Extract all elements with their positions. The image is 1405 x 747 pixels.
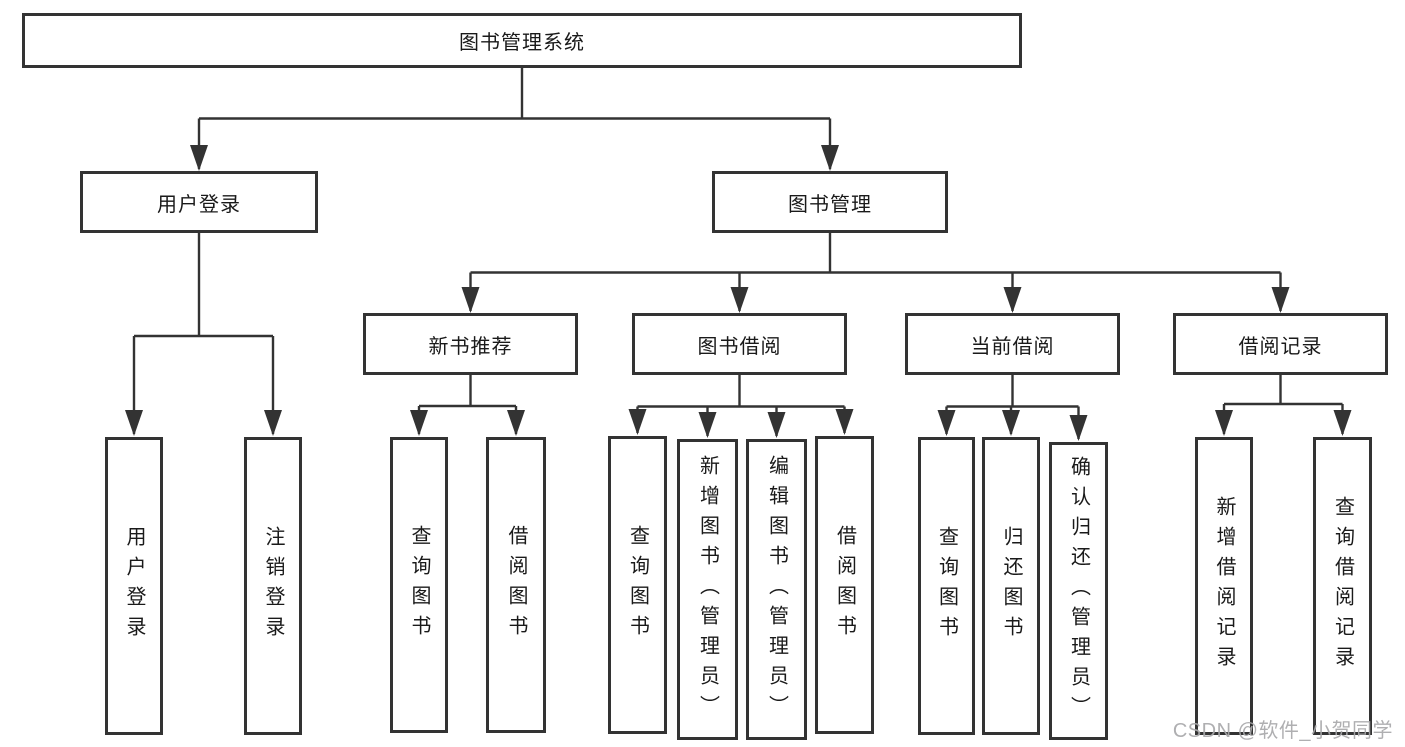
leaf-query-borrow-record: 查询借阅记录 bbox=[1313, 437, 1372, 735]
leaf-query-books-current: 查询图书 bbox=[918, 437, 975, 735]
node-user-login: 用户登录 bbox=[80, 171, 318, 233]
leaf-borrow-books-recommend: 借阅图书 bbox=[486, 437, 546, 733]
node-library-system: 图书管理系统 bbox=[22, 13, 1022, 68]
leaf-query-books-recommend: 查询图书 bbox=[390, 437, 448, 733]
leaf-logout-login: 注销登录 bbox=[244, 437, 302, 735]
watermark: CSDN @软件_小贺同学 bbox=[1172, 720, 1393, 742]
leaf-add-book-admin: 新增图书（管理员） bbox=[677, 439, 738, 740]
leaf-user-login: 用户登录 bbox=[105, 437, 163, 735]
node-book-management: 图书管理 bbox=[712, 171, 948, 233]
leaf-confirm-return-admin: 确认归还（管理员） bbox=[1049, 442, 1108, 740]
node-book-borrowing: 图书借阅 bbox=[632, 313, 847, 375]
leaf-borrow-books-borrowing: 借阅图书 bbox=[815, 436, 874, 734]
leaf-add-borrow-record: 新增借阅记录 bbox=[1195, 437, 1253, 735]
leaf-return-books: 归还图书 bbox=[982, 437, 1040, 735]
leaf-edit-book-admin: 编辑图书（管理员） bbox=[746, 439, 807, 740]
leaf-query-books-borrowing: 查询图书 bbox=[608, 436, 667, 734]
node-new-book-recommendation: 新书推荐 bbox=[363, 313, 578, 375]
node-current-borrowing: 当前借阅 bbox=[905, 313, 1120, 375]
node-borrowing-records: 借阅记录 bbox=[1173, 313, 1388, 375]
